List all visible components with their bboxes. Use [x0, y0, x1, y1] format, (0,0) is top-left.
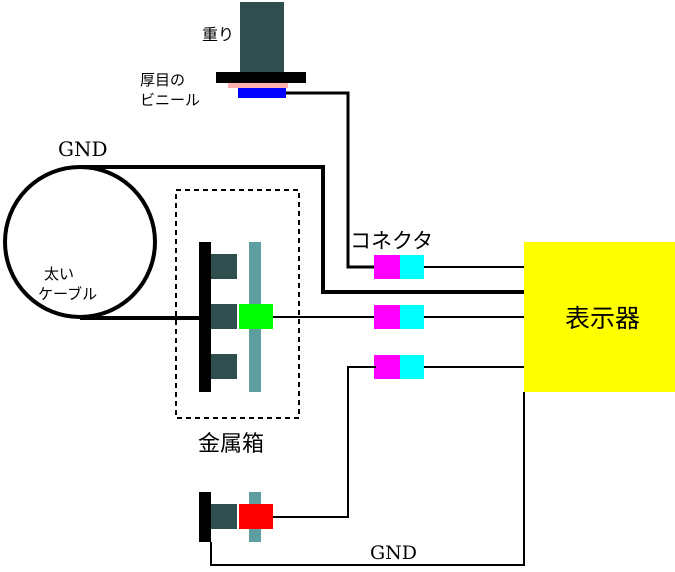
electrode-plate-bottom: [211, 354, 237, 379]
green-contact: [239, 304, 273, 329]
gnd-bottom-label: GND: [370, 542, 417, 564]
red-contact: [239, 504, 273, 529]
connector-label: コネクタ: [350, 229, 433, 253]
connector-top-socket: [400, 255, 424, 279]
connector-bottom-plug: [374, 355, 400, 379]
display-label: 表示器: [565, 304, 640, 333]
metal-box: [175, 189, 300, 419]
gnd-top-label: GND: [58, 137, 108, 161]
gnd-thick-wire: [80, 165, 524, 294]
cable-label-line2: ケーブル: [38, 285, 97, 303]
electrode-plate-middle: [211, 304, 237, 329]
vinyl-sheet: [238, 88, 286, 98]
cable-label-line1: 太い: [44, 265, 74, 283]
electrode-bar: [199, 242, 211, 392]
reference-electrode-plate: [211, 504, 237, 529]
weight-label: 重り: [202, 25, 234, 44]
display-box: [524, 242, 675, 392]
vinyl-label-line2: ビニール: [140, 91, 200, 109]
reference-electrode-bar: [199, 492, 211, 542]
wire-red-to-connector: [273, 366, 376, 518]
connector-middle-socket: [400, 305, 424, 329]
electrode-plate-top: [211, 254, 237, 279]
wire-vinyl-to-connector: [286, 91, 376, 269]
connector-bottom-socket: [400, 355, 424, 379]
metal-box-label: 金属箱: [198, 432, 264, 457]
connector-top-plug: [374, 255, 400, 279]
connector-middle-plug: [374, 305, 400, 329]
vinyl-pink-strip: [228, 83, 288, 88]
gnd-bottom-wire: [210, 392, 525, 566]
weight-base-bar: [216, 72, 306, 83]
weight-block: [240, 2, 284, 74]
vinyl-label-line1: 厚目の: [140, 71, 185, 89]
